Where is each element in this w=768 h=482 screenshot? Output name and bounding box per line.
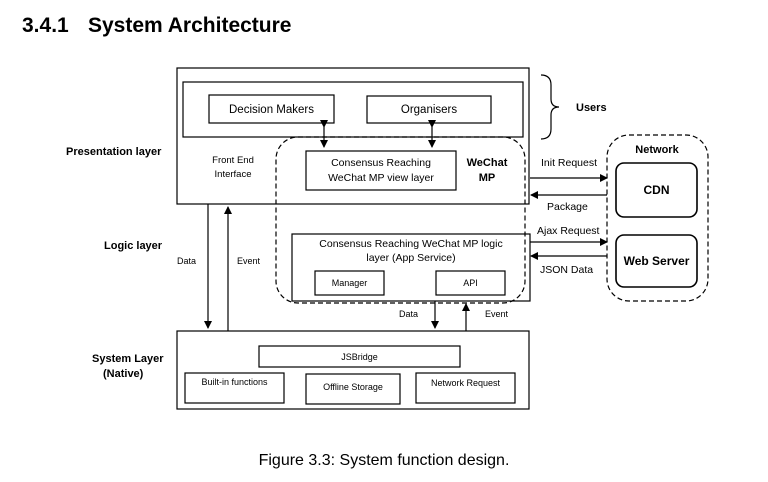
left-event-label: Event [237, 256, 261, 266]
view-layer-box [305, 150, 457, 191]
system-layer-native-label: (Native) [103, 368, 144, 380]
front-end-label-line2: Interface [215, 169, 252, 180]
manager-label: Manager [332, 278, 368, 288]
network-label: Network [635, 144, 679, 156]
logic-layer-label: Logic layer [104, 240, 163, 252]
jsbridge-box [258, 345, 461, 368]
section-title: System Architecture [88, 14, 292, 37]
logic-layer-box [291, 233, 531, 302]
builtin-functions-label: Built-in functions [201, 377, 268, 387]
presentation-layer-box [176, 67, 530, 205]
web-server-label: Web Server [624, 254, 690, 268]
users-brace [540, 74, 560, 140]
bottom-data-label: Data [399, 309, 418, 319]
organisers-label: Organisers [401, 104, 457, 116]
ajax-request-label: Ajax Request [537, 225, 600, 237]
section-number: 3.4.1 [22, 14, 69, 37]
wechat-mp-label-line2: MP [479, 172, 496, 184]
section-heading: 3.4.1 System Architecture [22, 14, 291, 38]
users-box [182, 81, 524, 138]
package-label: Package [547, 201, 588, 213]
logic-layer-label-line1: Consensus Reaching WeChat MP logic [319, 238, 502, 250]
api-box [435, 270, 506, 296]
presentation-layer-label: Presentation layer [66, 146, 162, 158]
left-data-label: Data [177, 256, 196, 266]
offline-storage-label: Offline Storage [323, 382, 383, 392]
decision-makers-box [208, 94, 335, 124]
api-label: API [463, 278, 478, 288]
cdn-box [615, 162, 698, 218]
decision-makers-label: Decision Makers [229, 104, 314, 116]
users-label: Users [576, 102, 607, 114]
wechat-mp-label-line1: WeChat [467, 157, 508, 169]
network-request-label: Network Request [431, 378, 501, 388]
json-data-label: JSON Data [540, 264, 593, 276]
system-layer-label: System Layer [92, 353, 164, 365]
offline-storage-box [305, 373, 401, 405]
view-layer-label-line2: WeChat MP view layer [328, 172, 434, 184]
logic-layer-label-line2: layer (App Service) [366, 252, 455, 264]
figure-caption: Figure 3.3: System function design. [258, 452, 510, 469]
network-dashed-region [606, 134, 709, 302]
cdn-label: CDN [644, 183, 670, 197]
builtin-functions-box [184, 372, 285, 404]
network-request-box [415, 372, 516, 404]
view-layer-label-line1: Consensus Reaching [331, 157, 431, 169]
web-server-box [615, 234, 698, 288]
jsbridge-label: JSBridge [341, 352, 378, 362]
front-end-label-line1: Front End [212, 155, 254, 166]
system-layer-box [176, 330, 530, 410]
manager-box [314, 270, 385, 296]
init-request-label: Init Request [541, 157, 597, 169]
bottom-event-label: Event [485, 309, 509, 319]
wechat-mp-dashed-region [275, 136, 526, 304]
